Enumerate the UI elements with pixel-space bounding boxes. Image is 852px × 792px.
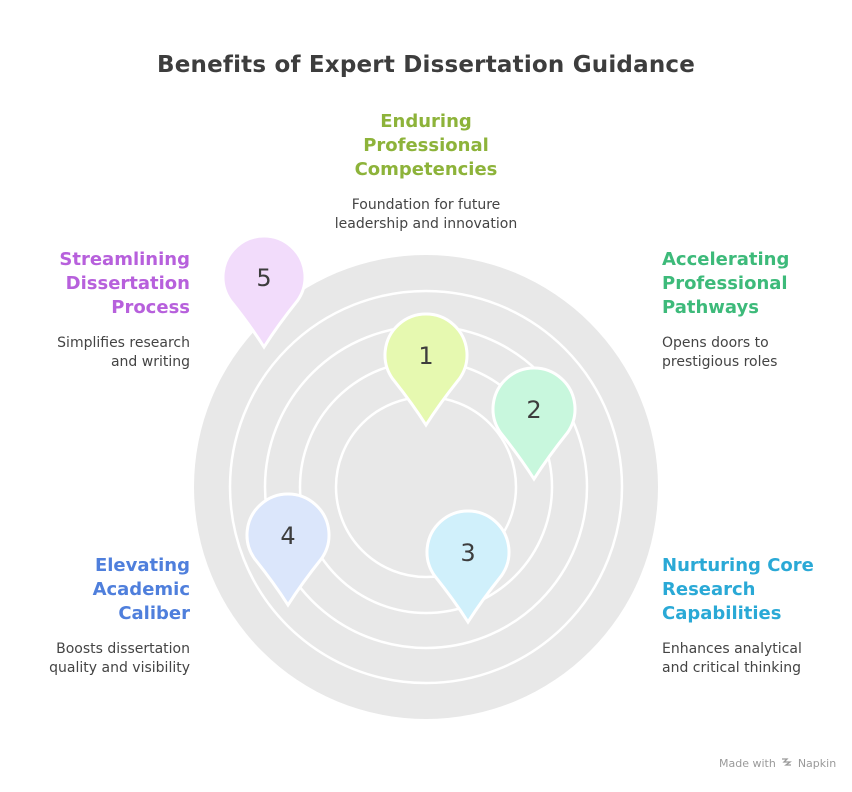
benefit-5-heading: Streamlining Dissertation Process [59, 249, 190, 318]
benefit-1-description: Foundation for future leadership and inn… [334, 197, 518, 232]
benefit-5: Streamlining Dissertation Process Simpli… [10, 248, 190, 372]
benefit-2-description: Opens doors to prestigious roles [662, 335, 778, 370]
pin-2: 2 [491, 366, 577, 482]
page-title: Benefits of Expert Dissertation Guidance [156, 52, 696, 78]
ring-5 [228, 289, 624, 685]
pin-5-number: 5 [256, 264, 271, 292]
pin-5: 5 [221, 234, 307, 350]
pin-4-number: 4 [280, 522, 295, 550]
pin-1-number: 1 [418, 342, 433, 370]
pin-2-marker-icon [491, 366, 577, 482]
napkin-brand-label: Napkin [797, 757, 837, 770]
pin-3-marker-icon [425, 509, 511, 625]
napkin-logo-icon [781, 757, 793, 770]
pin-4-marker-icon [245, 492, 331, 608]
pin-3-number: 3 [460, 539, 475, 567]
benefit-2-heading: Accelerating Professional Pathways [662, 249, 790, 318]
benefit-1-heading: Enduring Professional Competencies [354, 111, 498, 180]
benefit-4: Elevating Academic Caliber Boosts disser… [10, 554, 190, 678]
made-with-label: Made with [719, 757, 776, 770]
pin-1-marker-icon [383, 312, 469, 428]
benefit-4-description: Boosts dissertation quality and visibili… [49, 641, 190, 676]
pin-2-number: 2 [526, 396, 541, 424]
benefit-3: Nurturing Core Research Capabilities Enh… [662, 554, 847, 678]
benefit-4-heading: Elevating Academic Caliber [92, 555, 190, 624]
benefit-5-description: Simplifies research and writing [57, 335, 190, 370]
pin-5-marker-icon [221, 234, 307, 350]
benefit-3-description: Enhances analytical and critical thinkin… [662, 641, 802, 676]
pin-1: 1 [383, 312, 469, 428]
made-with-footer[interactable]: Made with Napkin [719, 757, 836, 770]
pin-3: 3 [425, 509, 511, 625]
benefit-1: Enduring Professional Competencies Found… [276, 110, 576, 234]
benefit-2: Accelerating Professional Pathways Opens… [662, 248, 847, 372]
benefit-3-heading: Nurturing Core Research Capabilities [662, 555, 814, 624]
pin-4: 4 [245, 492, 331, 608]
